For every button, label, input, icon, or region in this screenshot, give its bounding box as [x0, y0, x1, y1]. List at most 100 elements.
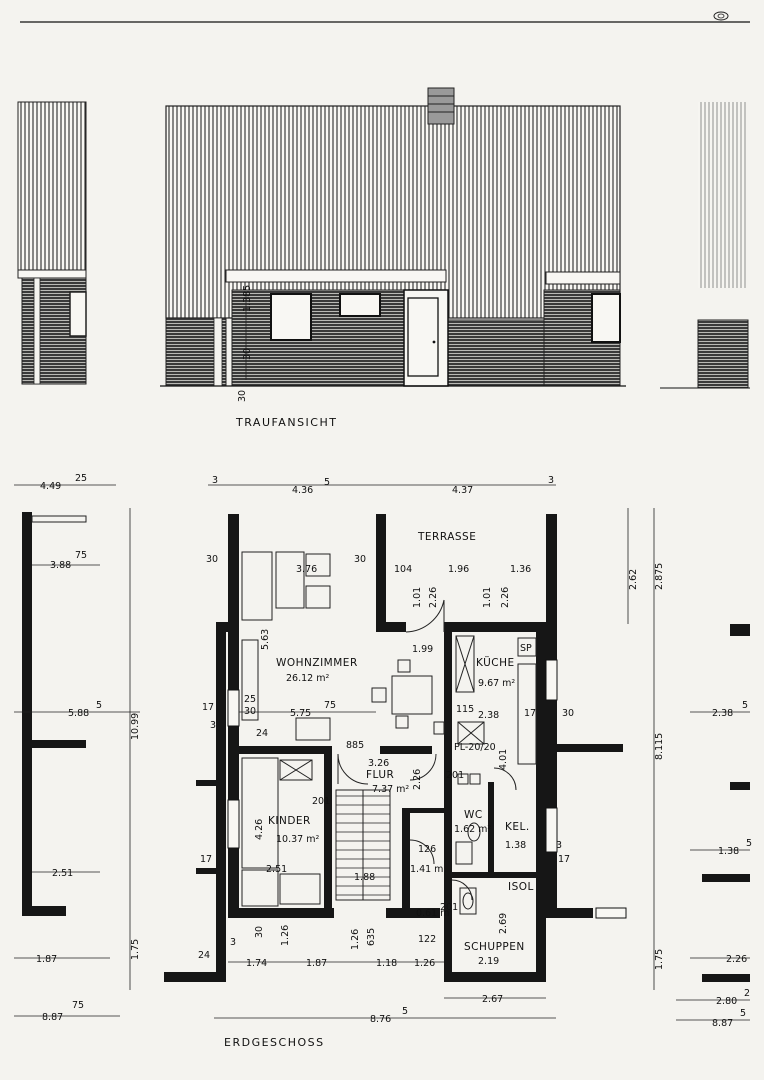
- dim-280-right: 2.80: [716, 996, 737, 1007]
- dim-887-right-sup: 5: [740, 1008, 746, 1019]
- elevation-window-3: [591, 293, 621, 343]
- elevation-dim-30-bottom: 30: [237, 390, 248, 402]
- elevation-entrance-door: [403, 289, 449, 387]
- dim-136: 1.36: [510, 564, 531, 575]
- dim-426: 4.26: [254, 819, 265, 840]
- room-kueche: KÜCHE: [476, 656, 515, 669]
- elevation-window-2: [339, 293, 381, 317]
- dim-30-d: 30: [562, 708, 574, 719]
- elevation-dim-30: 30: [242, 348, 253, 360]
- dim-388: 3.88: [50, 560, 71, 571]
- dim-30-b: 30: [354, 554, 366, 565]
- dim-238: 2.38: [478, 710, 499, 721]
- dim-262: 2.62: [628, 569, 639, 590]
- sheet-corner-mark: [713, 11, 729, 21]
- elevation-title: TRAUFANSICHT: [235, 416, 337, 429]
- dim-175-right: 1.75: [654, 949, 665, 970]
- dim-30-a: 30: [206, 554, 218, 565]
- dim-437: 4.37: [452, 485, 473, 496]
- dim-449: 4.49: [40, 481, 61, 492]
- room-schuppen: SCHUPPEN: [464, 941, 525, 953]
- plan-doors: [337, 599, 517, 901]
- dim-201-b: 201: [446, 770, 464, 781]
- room-wf-area: 1.41 m: [410, 864, 443, 875]
- dim-126-chain: 1.26: [414, 958, 435, 969]
- room-labels: TERRASSE WOHNZIMMER 26.12 m² KÜCHE 9.67 …: [268, 531, 533, 953]
- elevation-window-1: [270, 293, 312, 341]
- neighbor-house-left: [17, 101, 87, 385]
- plan-furniture: SP: [241, 551, 537, 915]
- dim-449-sup: 25: [75, 473, 87, 484]
- dim-226-right: 2.26: [726, 954, 747, 965]
- dim-188: 1.88: [354, 872, 375, 883]
- dim-126-bottom: 1.26: [280, 925, 291, 946]
- dim-3-a: 3: [210, 720, 216, 731]
- dim-126: 126: [418, 844, 436, 855]
- room-flur: FLUR: [366, 769, 394, 781]
- dim-885: 885: [346, 740, 364, 751]
- dim-269: 2.69: [498, 913, 509, 934]
- dim-876: 8.76: [370, 1014, 391, 1025]
- dim-887-left: 8.87: [42, 1012, 63, 1023]
- interior-dimensions: 3.76 5.63 5.75 75 3.26 2.26 104 1.96 1.3…: [200, 554, 574, 967]
- dim-115: 115: [456, 704, 474, 715]
- dim-280-right-sup: 2: [744, 988, 750, 999]
- dim-126-bottom-b: 1.26: [350, 929, 361, 950]
- dim-226-flur: 2.26: [412, 769, 423, 790]
- dim-199: 1.99: [412, 644, 433, 655]
- dim-251-left: 2.51: [52, 868, 73, 879]
- room-kel-area: 1.38: [505, 840, 526, 851]
- plan-walls: [164, 514, 623, 982]
- dim-122: 122: [418, 934, 436, 945]
- dim-238-right: 2.38: [712, 708, 733, 719]
- dim-575: 5.75: [290, 708, 311, 719]
- dim-187-left: 1.87: [36, 954, 57, 965]
- ground-floor-plan: 4.49 25 3 4.36 5 4.37 3 3.88 75 5.88 5 2…: [14, 473, 752, 1049]
- dim-17-c: 17: [558, 854, 570, 865]
- room-kueche-area: 9.67 m²: [478, 678, 515, 689]
- neighbor-house-right: [660, 102, 750, 389]
- dim-25-a: 25: [244, 694, 256, 705]
- dim-376: 3.76: [296, 564, 317, 575]
- dim-251-kinder: 2.51: [266, 864, 287, 875]
- dim-436-sup: 5: [324, 477, 330, 488]
- room-flur-area: 7.37 m²: [372, 784, 409, 795]
- dim-887-right: 8.87: [712, 1018, 733, 1029]
- neighbor-plan-right: 2.38 5 1.38 5 2.26 2.80 2 8.87 5: [676, 624, 752, 1029]
- room-small-area: 0.61 m: [416, 908, 449, 919]
- dim-1099: 10.99: [130, 713, 141, 740]
- elevation-dim-height: 1.385: [242, 285, 253, 312]
- room-kinder: KINDER: [268, 815, 311, 827]
- dim-104: 104: [394, 564, 412, 575]
- dim-3-top-right: 3: [548, 475, 554, 486]
- plan-windows: [227, 659, 627, 919]
- dim-101-a: 1.01: [412, 587, 423, 608]
- dim-635: 635: [366, 928, 377, 946]
- dim-138-right: 1.38: [718, 846, 739, 857]
- chimney: [427, 87, 455, 125]
- dim-175-left: 1.75: [130, 939, 141, 960]
- room-terrasse: TERRASSE: [417, 531, 476, 543]
- dim-575-sup: 75: [324, 700, 336, 711]
- room-kinder-area: 10.37 m²: [276, 834, 319, 845]
- dim-17-b: 17: [524, 708, 536, 719]
- stair-treads: [336, 795, 390, 896]
- dim-226-terr-b: 2.26: [500, 587, 511, 608]
- dim-24-bottom: 24: [198, 950, 210, 961]
- dim-219: 2.19: [478, 956, 499, 967]
- dim-563: 5.63: [260, 629, 271, 650]
- dim-118: 1.18: [376, 958, 397, 969]
- dim-238-right-sup: 5: [742, 700, 748, 711]
- dim-138-right-sup: 5: [746, 838, 752, 849]
- neighbor-plan-left: 3.88 75 5.88 5 2.51 10.99 1.75 1.87 8.87…: [14, 508, 141, 1023]
- dim-201-a: 201: [312, 796, 330, 807]
- dim-174: 1.74: [246, 958, 267, 969]
- dim-30-bottom: 30: [254, 926, 265, 938]
- right-dimensions: 2.62 2.875 8.115 1.75: [627, 508, 665, 990]
- dim-3-b: 3: [556, 840, 562, 851]
- dim-17-d: 17: [200, 854, 212, 865]
- dim-201-c: 201: [440, 902, 458, 913]
- dim-267: 2.67: [482, 994, 503, 1005]
- dim-388-sup: 75: [75, 550, 87, 561]
- dim-3-top: 3: [212, 475, 218, 486]
